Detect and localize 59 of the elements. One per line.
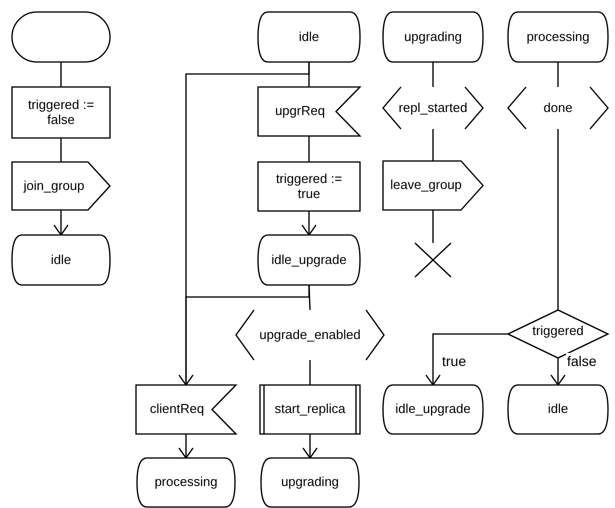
connector [432, 62, 434, 87]
state-symbol [508, 12, 608, 62]
symbol-label: upgrading [281, 475, 339, 490]
state-symbol [258, 235, 360, 285]
symbol-label: upgrading [404, 30, 462, 44]
symbol-label: triggered := true [274, 172, 344, 202]
continuous-signal [508, 87, 608, 129]
symbol-label: triggered := false [26, 98, 96, 128]
connector [550, 358, 566, 386]
connector [432, 129, 434, 161]
connector [302, 434, 318, 459]
state-symbol [383, 12, 483, 62]
connector [432, 210, 434, 243]
connector [60, 138, 62, 162]
continuous-signal [383, 87, 483, 129]
symbol-label: idle [548, 402, 568, 417]
symbol-label: processing [154, 475, 218, 490]
output-signal [12, 162, 110, 210]
connector [60, 62, 62, 87]
symbol-label: processing [526, 30, 590, 44]
state-symbol [261, 458, 359, 507]
symbol-label: idle [50, 252, 72, 268]
state-symbol [383, 385, 483, 434]
connector [178, 285, 310, 386]
symbol-label: leave_group [390, 178, 462, 193]
start-terminal [12, 12, 110, 62]
symbol-label: done [544, 100, 572, 116]
state-symbol [12, 235, 110, 285]
continuous-signal [236, 310, 384, 360]
symbol-label: join_group [24, 178, 84, 194]
state-symbol [258, 12, 360, 62]
connector [557, 129, 559, 310]
state-symbol [137, 458, 235, 507]
connector [301, 211, 317, 236]
task-box [12, 87, 110, 138]
procedure-call [260, 385, 360, 434]
symbol-label: triggered [532, 324, 584, 340]
stop-symbol [415, 243, 451, 277]
symbol-label: idle_upgrade [395, 402, 471, 417]
symbol-label: repl_started [398, 100, 468, 116]
symbol-label: idle_upgrade [271, 252, 347, 268]
input-signal [136, 385, 236, 434]
state-symbol [508, 385, 608, 434]
connector [308, 284, 311, 310]
symbol-label: clientReq [150, 402, 204, 417]
task-box [258, 162, 360, 211]
edge-label: false [566, 353, 598, 369]
symbol-label: start_replica [274, 402, 346, 417]
connector [308, 136, 310, 162]
connector [557, 62, 559, 87]
input-signal [258, 87, 360, 136]
connector [53, 210, 69, 236]
connector [178, 434, 194, 459]
output-signal [383, 161, 483, 210]
symbol-label: upgrade_enabled [259, 328, 361, 342]
connector [425, 333, 508, 386]
symbol-label: idle [298, 30, 320, 44]
symbol-label: upgrReq [275, 104, 325, 119]
connector [309, 360, 311, 385]
